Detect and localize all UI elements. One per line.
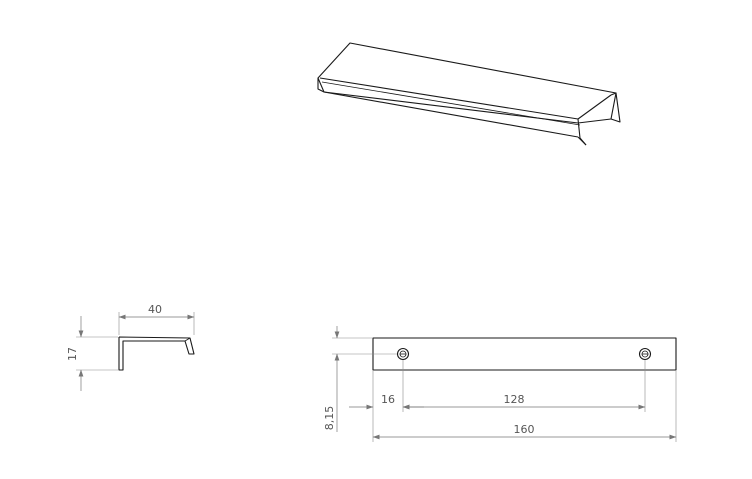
profile-width-label: 40 [148,303,162,316]
profile-view [118,336,195,371]
profile-height-label: 17 [66,347,79,361]
isometric-view [317,42,621,146]
front-view-extension-lines [372,360,677,442]
mounting-hole-left [396,347,410,361]
profile-width-dimension: 40 [118,303,195,335]
hole-offset-dimension: 16 [349,393,424,410]
overall-length-dimension: 160 [372,423,677,440]
hole-spacing-dimension: 128 [402,393,646,410]
mounting-hole-right [638,347,652,361]
hole-offset-label: 16 [381,393,395,406]
overall-length-label: 160 [514,423,535,436]
hole-spacing-label: 128 [504,393,525,406]
profile-height-dimension: 17 [66,316,118,391]
front-view [372,337,677,371]
hole-height-label: 8,15 [323,406,336,431]
hole-height-dimension: 8,15 [323,326,397,432]
